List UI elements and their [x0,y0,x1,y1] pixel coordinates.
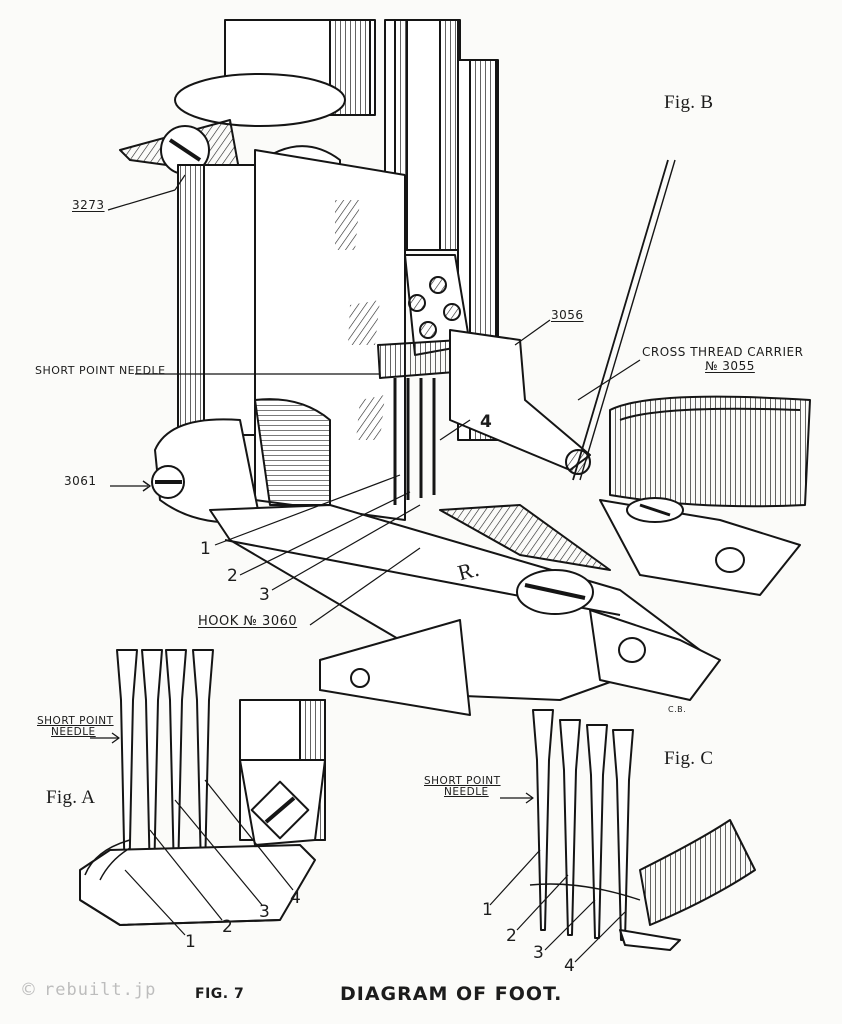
fig-c-short-point-label: SHORT POINT NEEDLE [424,776,501,798]
part-3273-label: 3273 [72,198,105,212]
fig-b-label: Fig. B [664,92,714,113]
fig-a-needle-4: 4 [290,888,301,908]
fig-b-assembly [107,19,811,716]
fig-a-short-point-line2: NEEDLE [51,726,96,738]
fig-a-label: Fig. A [46,787,96,808]
part-3061-label: 3061 [64,474,97,488]
fig-b-needle-1: 1 [200,539,211,559]
part-3056-label: 3056 [551,308,584,322]
fig-c-label: Fig. C [664,748,714,769]
fig-a-short-point-line1: SHORT POINT [37,715,114,727]
fig-b-needle-2: 2 [227,566,238,586]
copyright-icon: © [20,980,38,1000]
fig-b-needle-3: 3 [259,585,270,605]
fig-a-needle-3: 3 [259,902,270,922]
fig-c-needle-4: 4 [564,956,575,976]
watermark: © rebuilt.jp [20,980,156,1000]
fig-c-needle-2: 2 [506,926,517,946]
fig-c-short-point-line2: NEEDLE [444,786,489,798]
fig-a-needle-2: 2 [222,917,233,937]
fig-b-needle-4: 4 [480,412,492,432]
fig-c-needle-3: 3 [533,943,544,963]
fig-c-needle-1: 1 [482,900,493,920]
fig-c-needles [489,709,756,963]
figure-number: FIG. 7 [195,986,245,1002]
fig-a-short-point-label: SHORT POINT NEEDLE [37,716,114,738]
hook-label: HOOK № 3060 [198,614,298,629]
figure-title: DIAGRAM OF FOOT. [340,983,563,1005]
cross-thread-carrier-label: CROSS THREAD CARRIER [642,345,804,359]
fig-c-short-point-line1: SHORT POINT [424,775,501,787]
signature: C.B. [668,705,687,714]
fig-a-needles [79,649,326,936]
short-point-needle-label: SHORT POINT NEEDLE [35,364,166,377]
fig-a-needle-1: 1 [185,932,196,952]
cross-thread-carrier-number: № 3055 [705,359,755,373]
watermark-text: rebuilt.jp [44,980,157,1000]
